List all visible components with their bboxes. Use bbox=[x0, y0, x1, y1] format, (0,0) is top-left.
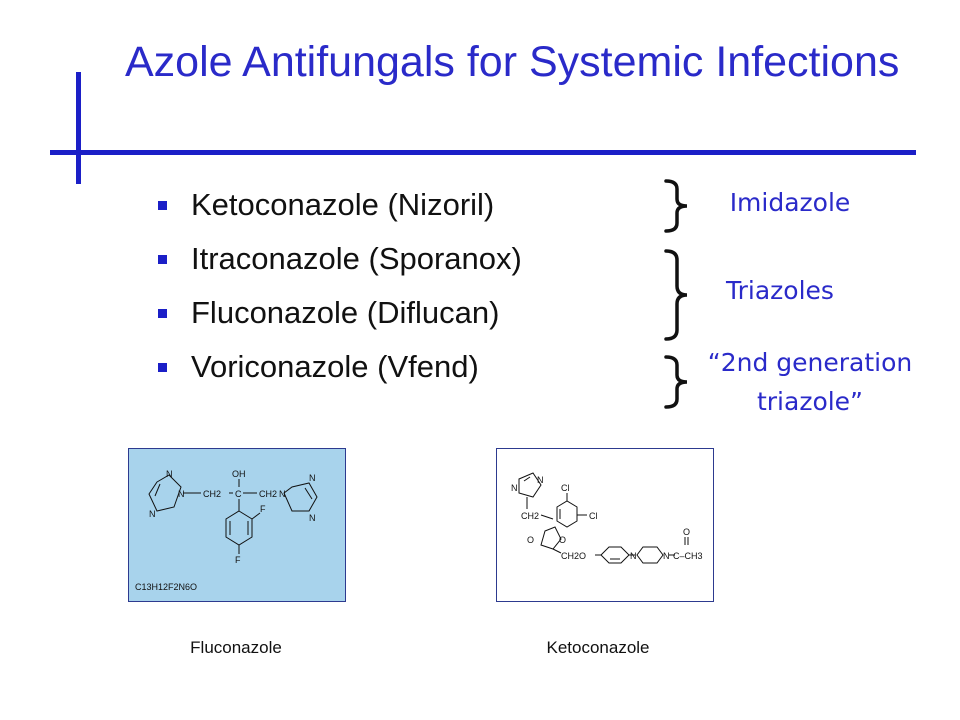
fluconazole-oh-label: OH bbox=[232, 469, 246, 479]
ketoconazole-ch2o-label: CH2O bbox=[561, 551, 586, 561]
title-underline bbox=[50, 150, 916, 155]
slide-title: Azole Antifungals for Systemic Infection… bbox=[125, 38, 900, 86]
ketoconazole-atom-o: O bbox=[683, 527, 690, 537]
bullet-square-icon bbox=[158, 309, 167, 318]
bullet-voriconazole: Voriconazole (Vfend) bbox=[158, 342, 522, 396]
bullet-text: Ketoconazole (Nizoril) bbox=[191, 187, 495, 222]
bullet-text: Fluconazole (Diflucan) bbox=[191, 295, 500, 330]
bullet-fluconazole: Fluconazole (Diflucan) bbox=[158, 288, 522, 342]
class-second-gen-line1: “2nd generation bbox=[707, 348, 913, 377]
fluconazole-atom-n: N bbox=[309, 473, 316, 483]
fluconazole-atom-n: N bbox=[279, 489, 286, 499]
ketoconazole-structure-drawing: N N Cl Cl CH2 O O CH2O N N O C–CH3 bbox=[511, 472, 703, 564]
class-second-gen-line2: triazole” bbox=[756, 387, 864, 416]
fluconazole-structure-figure: N N N OH CH2 C CH2 N N N F F C13H12F2N6O bbox=[128, 448, 346, 602]
brace-imidazole-icon bbox=[664, 179, 688, 233]
class-imidazole-label: Imidazole bbox=[729, 188, 851, 217]
ketoconazole-acetyl-label: C–CH3 bbox=[673, 551, 703, 561]
fluconazole-ch2-label: CH2 bbox=[259, 489, 277, 499]
bullet-text: Itraconazole (Sporanox) bbox=[191, 241, 522, 276]
ketoconazole-atom-n: N bbox=[663, 551, 670, 561]
bullet-square-icon bbox=[158, 201, 167, 210]
title-vertical-rule bbox=[76, 72, 81, 184]
ketoconazole-atom-o: O bbox=[559, 535, 566, 545]
ketoconazole-structure-figure: N N Cl Cl CH2 O O CH2O N N O C–CH3 bbox=[496, 448, 714, 602]
ketoconazole-atom-o: O bbox=[527, 535, 534, 545]
brace-triazoles-icon bbox=[664, 249, 688, 341]
fluconazole-caption: Fluconazole bbox=[190, 638, 282, 657]
bullet-square-icon bbox=[158, 255, 167, 264]
ketoconazole-atom-n: N bbox=[537, 475, 544, 485]
fluconazole-ch2-label: CH2 bbox=[203, 489, 221, 499]
ketoconazole-ch2-label: CH2 bbox=[521, 511, 539, 521]
fluconazole-atom-n: N bbox=[166, 469, 173, 479]
ketoconazole-cl-label: Cl bbox=[589, 511, 598, 521]
bullet-square-icon bbox=[158, 363, 167, 372]
fluconazole-c-label: C bbox=[235, 489, 242, 499]
fluconazole-atom-n: N bbox=[309, 513, 316, 523]
fluconazole-structure-drawing: N N N OH CH2 C CH2 N N N F F C13H12F2N6O bbox=[135, 469, 318, 592]
drug-bullet-list: Ketoconazole (Nizoril) Itraconazole (Spo… bbox=[158, 180, 522, 396]
bullet-ketoconazole: Ketoconazole (Nizoril) bbox=[158, 180, 522, 234]
fluconazole-atom-n: N bbox=[178, 489, 185, 499]
fluconazole-atom-n: N bbox=[149, 509, 156, 519]
ketoconazole-caption: Ketoconazole bbox=[546, 638, 650, 657]
ketoconazole-atom-n: N bbox=[630, 551, 637, 561]
brace-second-gen-icon bbox=[664, 355, 688, 409]
bullet-itraconazole: Itraconazole (Sporanox) bbox=[158, 234, 522, 288]
ketoconazole-cl-label: Cl bbox=[561, 483, 570, 493]
fluconazole-f-label: F bbox=[260, 504, 266, 514]
fluconazole-f-label: F bbox=[235, 555, 241, 565]
class-triazoles-label: Triazoles bbox=[726, 276, 834, 305]
fluconazole-formula: C13H12F2N6O bbox=[135, 582, 197, 592]
bullet-text: Voriconazole (Vfend) bbox=[191, 349, 479, 384]
ketoconazole-atom-n: N bbox=[511, 483, 518, 493]
